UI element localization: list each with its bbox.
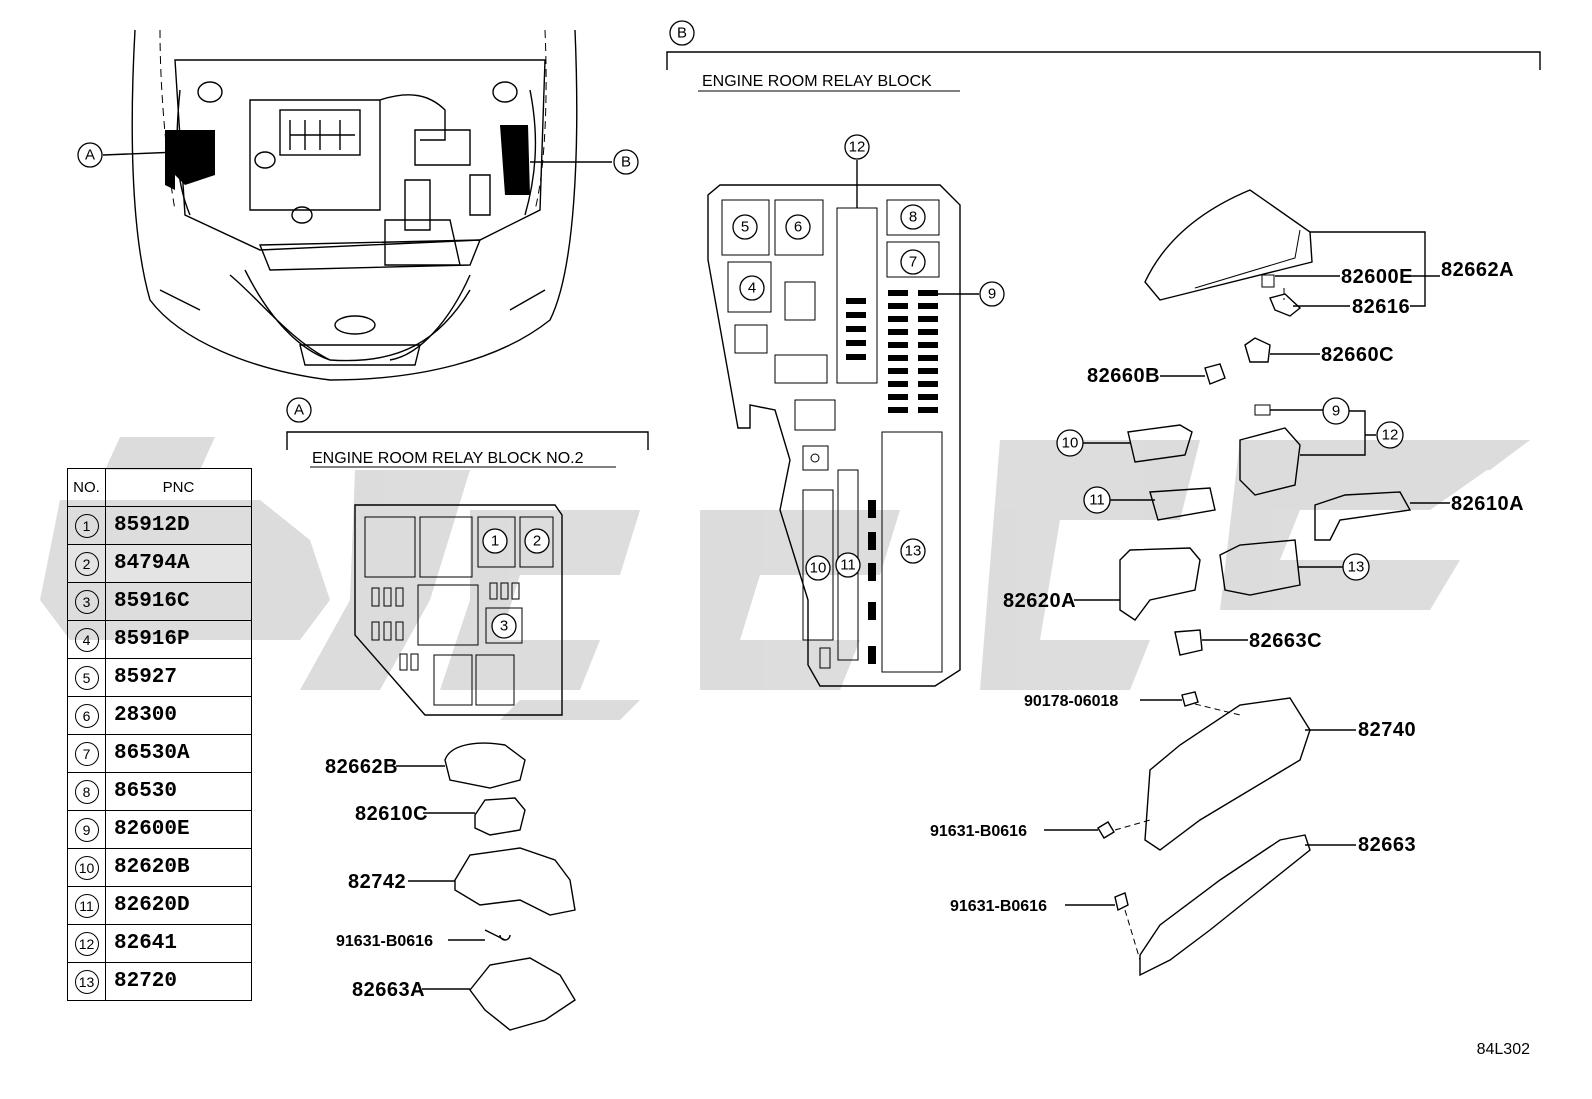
row-pnc: 86530 <box>105 772 252 811</box>
part-82662a-label: 82662A <box>1441 259 1514 281</box>
part-82610a-label: 82610A <box>1451 493 1524 515</box>
part-82610c-label: 82610C <box>355 803 428 825</box>
row-pnc: 85927 <box>105 658 252 697</box>
block-a-num-3: 3 <box>500 618 508 635</box>
exploded-callout-10: 10 <box>1062 435 1079 452</box>
row-no: 1 <box>74 513 99 538</box>
block-b-num-6: 6 <box>794 219 802 236</box>
row-no: 2 <box>74 551 99 576</box>
row-pnc: 86530A <box>105 734 252 773</box>
part-91631-a-label: 91631-B0616 <box>336 933 433 950</box>
callout-a-car: A <box>85 147 95 164</box>
row-pnc: 82641 <box>105 924 252 963</box>
row-pnc: 82720 <box>105 962 252 1001</box>
row-pnc: 85912D <box>105 506 252 545</box>
block-b-num-13: 13 <box>905 543 922 560</box>
part-90178-label: 90178-06018 <box>1024 693 1118 710</box>
parts-a <box>444 742 576 1031</box>
part-82620a-label: 82620A <box>1003 590 1076 612</box>
block-b-num-4: 4 <box>748 280 756 297</box>
part-91631-b2-label: 91631-B0616 <box>950 898 1047 915</box>
callout-b-car: B <box>621 154 631 171</box>
part-82742-label: 82742 <box>348 871 406 893</box>
exploded-callout-9: 9 <box>1332 403 1340 420</box>
row-pnc: 28300 <box>105 696 252 735</box>
parts-b <box>1097 189 1412 977</box>
block-b-num-11: 11 <box>840 557 856 574</box>
part-82662b-label: 82662B <box>325 756 398 778</box>
row-pnc: 82620B <box>105 848 252 887</box>
relay-block-no2: 1 2 3 <box>354 504 563 716</box>
block-b-num-9: 9 <box>988 286 996 303</box>
block-b-num-5: 5 <box>741 219 749 236</box>
table-header-row: NO. PNC <box>67 468 252 507</box>
section-a-marker: A <box>294 402 304 419</box>
block-a-num-1: 1 <box>491 533 499 550</box>
row-no: 11 <box>74 893 99 918</box>
row-pnc: 85916P <box>105 620 252 659</box>
block-b-num-10: 10 <box>810 560 827 577</box>
row-pnc: 85916C <box>105 582 252 621</box>
row-no: 9 <box>74 817 99 842</box>
row-no: 3 <box>74 589 99 614</box>
block-a-num-2: 2 <box>533 533 541 550</box>
row-no: 7 <box>74 741 99 766</box>
row-no: 5 <box>74 665 99 690</box>
exploded-callout-13: 13 <box>1348 559 1365 576</box>
row-no: 12 <box>74 931 99 956</box>
part-82616-label: 82616 <box>1352 296 1410 318</box>
relay-block-no2-title: ENGINE ROOM RELAY BLOCK NO.2 <box>312 450 584 467</box>
row-pnc: 82600E <box>105 810 252 849</box>
block-b-num-8: 8 <box>909 209 917 226</box>
part-82740-label: 82740 <box>1358 719 1416 741</box>
part-82600e-label: 82600E <box>1341 266 1413 288</box>
section-b-marker: B <box>677 25 687 42</box>
part-82660b-label: 82660B <box>1087 365 1160 387</box>
col-pnc-header: PNC <box>105 468 252 507</box>
part-82663a-label: 82663A <box>352 979 425 1001</box>
relay-block-main: 5 6 4 12 8 7 9 10 11 13 <box>707 134 1005 687</box>
figure-code: 84L302 <box>1476 1041 1530 1058</box>
row-no: 8 <box>74 779 99 804</box>
car-front-view <box>131 29 578 381</box>
part-82663c-label: 82663C <box>1249 630 1322 652</box>
block-b-num-12: 12 <box>849 139 866 156</box>
exploded-callout-11: 11 <box>1089 492 1105 509</box>
part-91631-b1-label: 91631-B0616 <box>930 823 1027 840</box>
block-b-num-7: 7 <box>909 254 917 271</box>
row-no: 10 <box>74 855 99 880</box>
exploded-callout-12: 12 <box>1382 427 1399 444</box>
row-no: 13 <box>74 969 99 994</box>
watermark-logo <box>40 437 1530 720</box>
part-82660c-label: 82660C <box>1321 344 1394 366</box>
col-no-header: NO. <box>67 468 106 507</box>
relay-block-title: ENGINE ROOM RELAY BLOCK <box>702 73 932 90</box>
row-no: 4 <box>74 627 99 652</box>
row-pnc: 82620D <box>105 886 252 925</box>
row-pnc: 84794A <box>105 544 252 583</box>
row-no: 6 <box>74 703 99 728</box>
part-82663-label: 82663 <box>1358 834 1416 856</box>
